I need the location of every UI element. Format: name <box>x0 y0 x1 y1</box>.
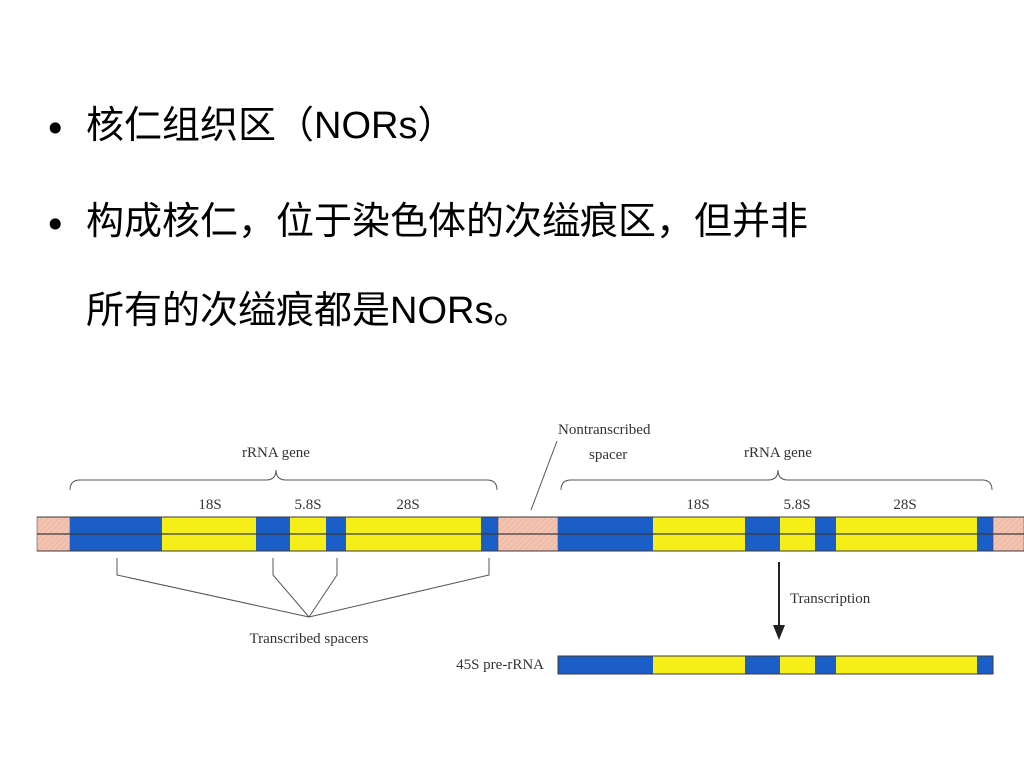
left-18s-label: 18S <box>198 497 221 513</box>
bullet-text-1: 核仁组织区（NORs） <box>86 106 455 145</box>
rrna-18s-segment <box>653 656 745 674</box>
right-gene-brace <box>560 469 993 491</box>
spacer-callout-line <box>116 558 310 618</box>
transcribed-spacer-segment <box>815 656 836 674</box>
dna-strand <box>36 516 1024 552</box>
bullet-1-cn: 核仁组织区（ <box>86 103 315 147</box>
bullet-text-2-line-1: 构成核仁，位于染色体的次缢痕区，但并非 <box>86 199 809 243</box>
bullet-2-end: 。 <box>493 288 532 332</box>
bullet-text-2-line-2: 所有的次缢痕都是NORs。 <box>86 291 531 330</box>
right-28s-label: 28S <box>893 497 916 513</box>
spacer-callout-line <box>308 558 338 618</box>
right-18s-label: 18S <box>686 497 709 513</box>
transcription-arrowhead <box>773 625 785 640</box>
bullet-1-end: ） <box>417 103 456 147</box>
nontranscribed-label-line-2: spacer <box>589 447 627 463</box>
left-gene-brace <box>69 469 498 491</box>
left-5-8s-label: 5.8S <box>294 497 321 513</box>
nontranscribed-pointer-line <box>530 440 558 511</box>
bullet-marker-1: • <box>44 107 67 151</box>
rrna-5-8s-segment <box>780 656 815 674</box>
pre-rrna-strand <box>557 655 994 675</box>
spacer-callout-line <box>308 558 490 618</box>
left-rrna-gene-label: rRNA gene <box>242 445 310 461</box>
nontranscribed-label-line-1: Nontranscribed <box>558 422 651 438</box>
transcribed-spacer-segment <box>558 656 653 674</box>
pre-rrna-label: 45S pre-rRNA <box>456 657 544 673</box>
bullet-2-cn: 所有的次缢痕都是 <box>86 288 391 332</box>
transcribed-spacers-label: Transcribed spacers <box>250 631 369 647</box>
left-28s-label: 28S <box>396 497 419 513</box>
transcribed-spacer-segment <box>745 656 780 674</box>
spacer-callout-line <box>272 558 310 618</box>
transcription-label: Transcription <box>790 591 871 607</box>
right-rrna-gene-label: rRNA gene <box>744 445 812 461</box>
rrna-28s-segment <box>836 656 977 674</box>
bullet-1-en: NORs <box>314 105 418 147</box>
right-5-8s-label: 5.8S <box>783 497 810 513</box>
bullet-marker-2: • <box>44 203 67 247</box>
bullet-2-en: NORs <box>390 290 494 332</box>
transcribed-spacer-segment <box>977 656 993 674</box>
